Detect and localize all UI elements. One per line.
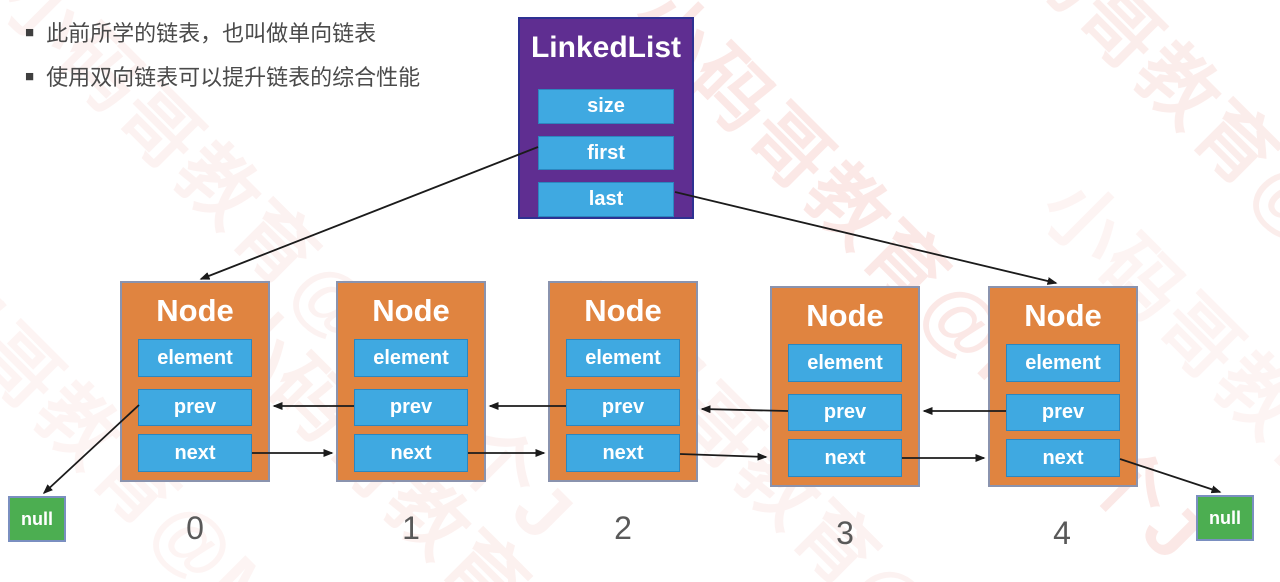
null-box-right: null: [1196, 495, 1254, 541]
node4-field-prev: prev: [1006, 394, 1120, 431]
bullet-text-1: 此前所学的链表，也叫做单向链表: [46, 21, 377, 46]
node2-field-next: next: [566, 434, 680, 472]
bullet-text-2: 使用双向链表可以提升链表的综合性能: [46, 65, 421, 90]
node-box-4: Node element prev next: [988, 286, 1138, 487]
linkedlist-field-last: last: [538, 182, 674, 218]
node-box-1: Node element prev next: [336, 281, 486, 482]
bullet-line-2: ■ 使用双向链表可以提升链表的综合性能: [25, 54, 420, 98]
linkedlist-title: LinkedList: [530, 31, 681, 64]
node-title: Node: [372, 293, 450, 328]
node-index-0: 0: [186, 510, 204, 546]
node4-field-element: element: [1006, 344, 1120, 382]
node-box-2: Node element prev next: [548, 281, 698, 482]
node-title: Node: [1024, 298, 1102, 333]
node-box-0: Node element prev next: [120, 281, 270, 482]
node3-field-next: next: [788, 439, 902, 477]
node-index-4: 4: [1053, 515, 1071, 551]
node-title: Node: [156, 293, 234, 328]
node-index-1: 1: [402, 510, 420, 546]
bullet-square-icon: ■: [25, 67, 35, 85]
node0-field-next: next: [138, 434, 252, 472]
node1-field-prev: prev: [354, 389, 468, 426]
watermark-text-0: 小码哥教育@M了个J: [611, 0, 1235, 582]
node0-field-element: element: [138, 339, 252, 377]
node-box-3: Node element prev next: [770, 286, 920, 487]
node0-field-prev: prev: [138, 389, 252, 426]
linkedlist-field-size: size: [538, 89, 674, 124]
node2-field-prev: prev: [566, 389, 680, 426]
node-title: Node: [584, 293, 662, 328]
node4-field-next: next: [1006, 439, 1120, 477]
watermark-text-3: 小码哥教育@M了个J: [191, 270, 815, 582]
arrow-last-to-node4: [674, 191, 1058, 285]
bullet-line-1: ■ 此前所学的链表，也叫做单向链表: [25, 10, 420, 54]
bullet-square-icon: ■: [25, 23, 35, 41]
node-index-2: 2: [614, 510, 632, 546]
node3-field-element: element: [788, 344, 902, 382]
node1-field-next: next: [354, 434, 468, 472]
node1-field-element: element: [354, 339, 468, 377]
node-title: Node: [806, 298, 884, 333]
null-box-left: null: [8, 496, 66, 542]
node3-field-prev: prev: [788, 394, 902, 431]
node2-field-element: element: [566, 339, 680, 377]
arrow-first-to-node0: [199, 146, 539, 280]
bullet-list: ■ 此前所学的链表，也叫做单向链表 ■ 使用双向链表可以提升链表的综合性能: [25, 10, 420, 98]
linkedlist-field-first: first: [538, 135, 674, 171]
linkedlist-box: LinkedList size first last: [518, 17, 694, 219]
node-index-3: 3: [836, 515, 854, 551]
